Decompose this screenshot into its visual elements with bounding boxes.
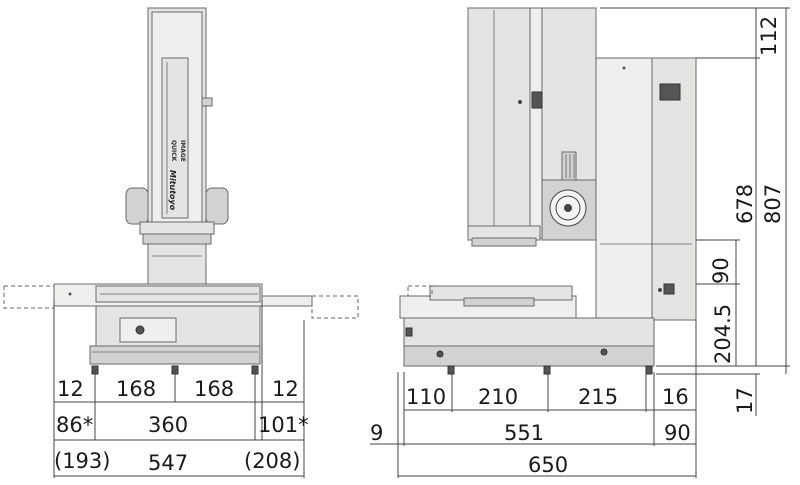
side-back-panel <box>651 57 697 321</box>
front-view <box>3 7 359 478</box>
side-dimensions: 110 210 215 16 9 551 90 650 112 678 807 … <box>370 16 785 477</box>
front-head-right <box>205 187 229 225</box>
dim-215: 215 <box>578 385 618 409</box>
front-head-left <box>125 187 149 225</box>
column-label-quick: QUICK <box>170 140 177 162</box>
front-column-text: QUICK IMAGE Mitutoyo <box>168 140 186 211</box>
dim-168-left: 168 <box>116 377 156 401</box>
dim-547: 547 <box>148 451 188 475</box>
dim-193: (193) <box>54 449 110 473</box>
side-dimension-lines <box>370 7 790 478</box>
front-stage-dashed-travel-right <box>311 295 359 319</box>
front-stage-dashed-travel-left <box>3 285 55 309</box>
dim-90-bottom: 90 <box>664 421 691 445</box>
dim-12-right: 12 <box>272 377 299 401</box>
dim-110: 110 <box>406 385 446 409</box>
dim-360: 360 <box>148 413 188 437</box>
dim-551: 551 <box>504 421 544 445</box>
dim-204-5: 204.5 <box>711 304 735 364</box>
front-dimensions: 12 168 168 12 86* 360 101* (193) 547 (20… <box>54 377 309 475</box>
dim-90-vertical: 90 <box>709 257 733 284</box>
column-label-image: IMAGE <box>179 140 186 162</box>
side-base <box>403 317 655 349</box>
dim-9: 9 <box>370 421 383 445</box>
dim-208: (208) <box>244 449 300 473</box>
front-dimension-lines <box>53 300 305 478</box>
dim-16: 16 <box>662 385 689 409</box>
side-view <box>370 7 790 478</box>
dim-650: 650 <box>528 453 568 477</box>
dim-86: 86* <box>56 413 93 437</box>
dim-168-right: 168 <box>194 377 234 401</box>
dim-12-left: 12 <box>57 377 84 401</box>
front-label-plate <box>161 57 189 219</box>
dim-210: 210 <box>478 385 518 409</box>
dim-807: 807 <box>761 184 785 224</box>
brand-logo: Mitutoyo <box>168 170 177 211</box>
dim-17: 17 <box>733 387 757 414</box>
dim-678: 678 <box>733 184 757 224</box>
dim-112: 112 <box>757 16 781 56</box>
dim-101: 101* <box>258 413 309 437</box>
